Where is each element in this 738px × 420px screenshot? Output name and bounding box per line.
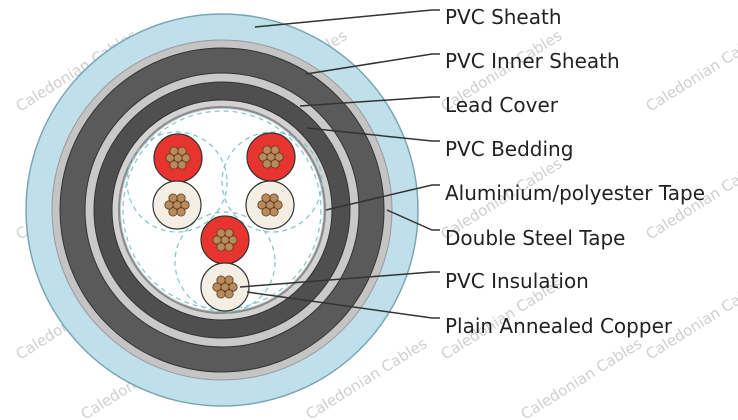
copper-strand: [180, 200, 190, 210]
copper-strand: [261, 193, 271, 203]
copper-strand: [228, 282, 238, 292]
copper-strand: [177, 146, 187, 156]
copper-strand: [168, 193, 178, 203]
copper-strand: [176, 193, 186, 203]
copper-strand: [262, 159, 272, 169]
copper-strand: [176, 207, 186, 217]
copper-strand: [270, 159, 280, 169]
core-red-3: [200, 215, 250, 265]
conductor-cores: [152, 132, 296, 312]
pair-screen-2: [221, 131, 323, 233]
leader-pvc-insulation: [239, 271, 440, 288]
copper-strand: [224, 275, 234, 285]
leader-pvc-inner-sheath: [305, 53, 440, 75]
leader-plain-annealed-copper: [246, 291, 440, 319]
copper-strand: [212, 235, 222, 245]
core-natural-3: [200, 262, 250, 312]
copper-strand: [165, 153, 175, 163]
leader-pvc-sheath: [254, 9, 440, 28]
cable-layers: [25, 13, 419, 407]
copper-strand: [168, 207, 178, 217]
copper-strand: [164, 200, 174, 210]
label-plain-annealed-copper: Plain Annealed Copper: [445, 314, 673, 338]
copper-strand: [270, 145, 280, 155]
core-natural-2: [245, 180, 295, 230]
watermark-text: Caledonian Cables: [518, 334, 646, 420]
label-aluminium-polyester-tape: Aluminium/polyester Tape: [445, 181, 705, 205]
leader-lines: [239, 9, 440, 319]
copper-strand: [169, 146, 179, 156]
copper-strand: [224, 228, 234, 238]
copper-strand: [257, 200, 267, 210]
core-red-2: [246, 132, 296, 182]
label-pvc-insulation: PVC Insulation: [445, 269, 589, 293]
copper-strand: [177, 160, 187, 170]
core-red-1: [153, 133, 203, 183]
leader-lead-cover: [299, 96, 440, 107]
copper-strand: [169, 160, 179, 170]
copper-strand: [273, 200, 283, 210]
copper-strand: [216, 242, 226, 252]
copper-strand: [216, 228, 226, 238]
copper-strand: [228, 235, 238, 245]
callout-labels: PVC Sheath PVC Inner Sheath Lead Cover P…: [445, 5, 705, 338]
copper-strand: [224, 242, 234, 252]
label-double-steel-tape: Double Steel Tape: [445, 226, 625, 250]
copper-strand: [261, 207, 271, 217]
watermark-text: Caledonian Cables: [643, 26, 738, 115]
copper-strand: [262, 145, 272, 155]
copper-strand: [212, 282, 222, 292]
copper-strand: [224, 289, 234, 299]
core-natural-1: [152, 180, 202, 230]
label-lead-cover: Lead Cover: [445, 93, 559, 117]
leader-aluminium-tape: [325, 184, 440, 211]
copper-strand: [216, 289, 226, 299]
copper-strand: [216, 275, 226, 285]
copper-strand: [258, 152, 268, 162]
copper-strand: [269, 207, 279, 217]
label-pvc-bedding: PVC Bedding: [445, 137, 573, 161]
aluminium-tape-layer: [118, 106, 326, 314]
pair-screen-1: [126, 131, 228, 233]
copper-strand: [181, 153, 191, 163]
copper-strand: [274, 152, 284, 162]
pair-screen-3: [174, 211, 276, 313]
copper-strand: [269, 193, 279, 203]
leader-pvc-bedding: [306, 127, 440, 142]
leader-double-steel-tape: [386, 209, 440, 231]
label-pvc-sheath: PVC Sheath: [445, 5, 562, 29]
label-pvc-inner-sheath: PVC Inner Sheath: [445, 49, 620, 73]
